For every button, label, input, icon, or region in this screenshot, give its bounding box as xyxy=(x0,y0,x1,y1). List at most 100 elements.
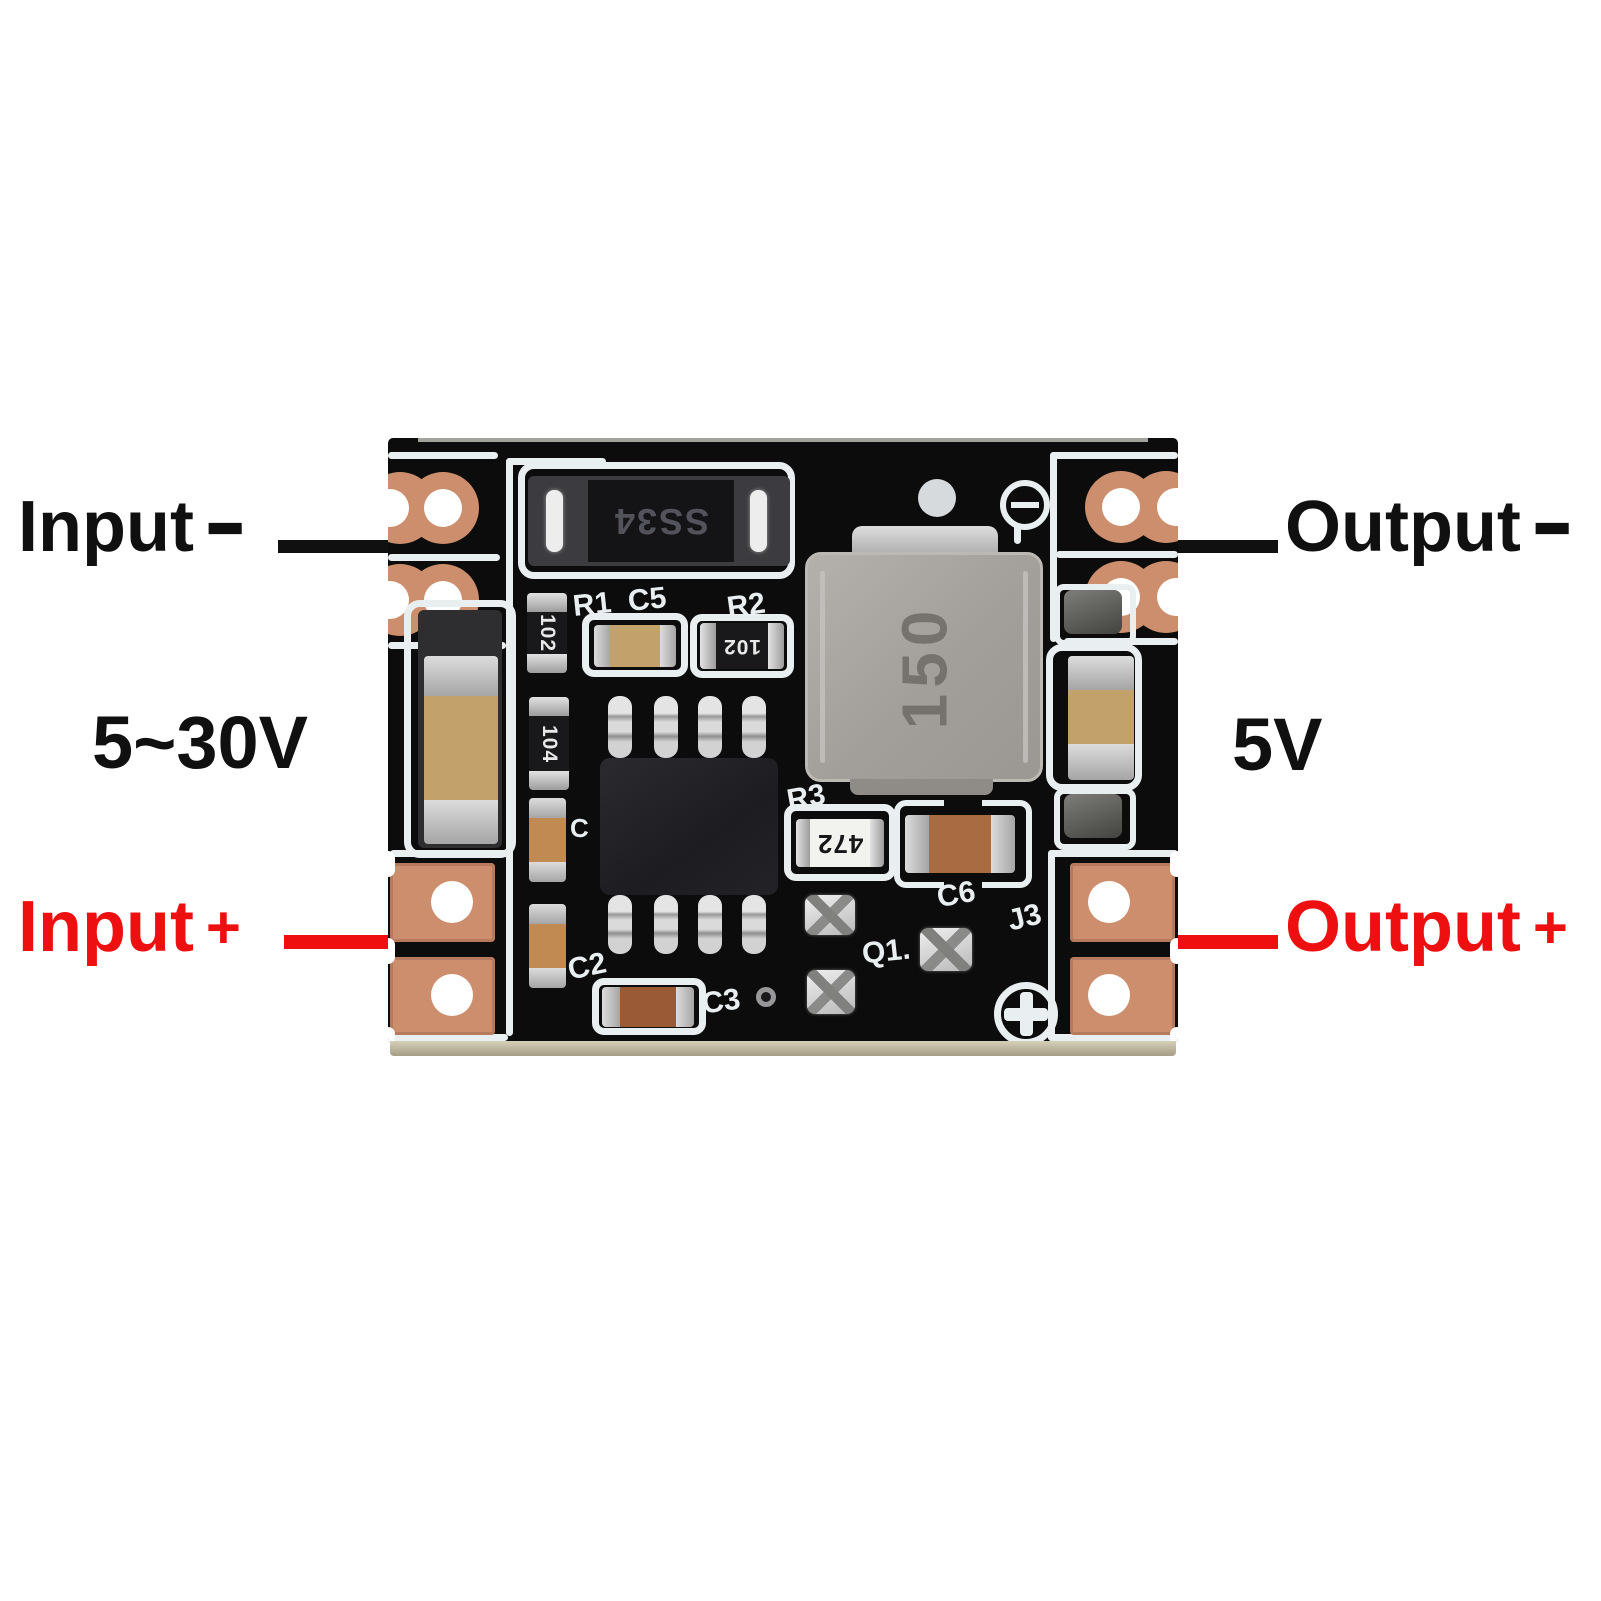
inductor-150: 150 xyxy=(805,552,1043,782)
pad-hole xyxy=(431,974,473,1016)
ic-pin xyxy=(742,696,766,758)
resistor-marking: 472 xyxy=(816,828,864,859)
ic-pin xyxy=(608,696,632,758)
q1-solder-pad xyxy=(805,895,855,935)
via-dot xyxy=(918,479,956,517)
capacitor-c2 xyxy=(529,904,566,988)
output-negative-wire xyxy=(1178,540,1278,553)
input-positive-text: Input xyxy=(18,887,194,967)
output-capacitor xyxy=(1068,656,1134,780)
pad-castellation xyxy=(388,1027,395,1043)
r2-silk-outline xyxy=(690,614,794,678)
via-dot-small xyxy=(756,987,776,1007)
silkscreen-line xyxy=(1048,1034,1178,1041)
silkscreen-line xyxy=(1050,452,1057,642)
inductor-marking: 150 xyxy=(888,604,960,730)
output-negative-label: Output− xyxy=(1285,471,1571,583)
input-positive-wire xyxy=(284,935,392,949)
output-cap-silk-outline xyxy=(1046,644,1142,791)
silk-label-c1: C xyxy=(570,813,589,843)
c5-silk-outline xyxy=(582,613,688,677)
ic-pin xyxy=(742,895,766,954)
silk-label-j3: J3 xyxy=(1004,897,1045,938)
output-negative-text: Output xyxy=(1285,487,1521,567)
resistor-r1: 102 xyxy=(527,593,567,673)
pad-castellation xyxy=(1170,1027,1178,1043)
plus-sign: + xyxy=(1532,893,1568,961)
resistor-r2: 102 xyxy=(700,623,784,669)
output-positive-text: Output xyxy=(1285,887,1521,967)
r3-silk-outline xyxy=(784,804,896,881)
inductor-ridge xyxy=(1023,571,1028,763)
resistor-marking: 102 xyxy=(722,635,762,658)
c6-silk-bracket xyxy=(982,800,1032,888)
input-capacitor xyxy=(424,656,498,844)
q1-solder-pad xyxy=(807,970,855,1014)
silkscreen-line xyxy=(1014,524,1021,544)
input-negative-label: Input− xyxy=(18,471,244,583)
pad-castellation xyxy=(388,851,395,877)
output-positive-label: Output+ xyxy=(1285,887,1568,967)
inductor-ridge xyxy=(820,571,825,763)
ic-pin xyxy=(698,696,722,758)
pad-castellation xyxy=(1157,488,1178,526)
resistor-r3: 472 xyxy=(796,819,884,867)
inductor-solder-tab xyxy=(850,779,993,795)
pad-castellation xyxy=(388,938,395,964)
input-voltage-label: 5~30V xyxy=(92,701,309,784)
pcb-top-edge xyxy=(418,438,1148,442)
diode-lead xyxy=(546,490,563,552)
ic-pin xyxy=(654,696,678,758)
input-negative-wire xyxy=(278,540,392,553)
pad-hole xyxy=(424,489,462,527)
solder-blob xyxy=(1064,794,1122,838)
minus-sign: − xyxy=(1532,469,1572,585)
pad-castellation xyxy=(1170,851,1178,877)
q1-solder-pad xyxy=(920,928,972,971)
pad-castellation xyxy=(388,489,409,527)
silkscreen-line xyxy=(1048,850,1178,857)
diode-marking: SS34 xyxy=(612,501,710,542)
silk-label-c5: C5 xyxy=(626,581,668,618)
output-pad-silk xyxy=(1054,788,1136,850)
plus-sign: + xyxy=(205,893,241,961)
capacitor-c6 xyxy=(905,815,1015,873)
output-pad-silk xyxy=(1054,584,1136,646)
pad-hole xyxy=(1088,881,1130,923)
silk-label-c3: C3 xyxy=(699,982,743,1021)
minus-sign: − xyxy=(205,469,245,585)
ic-pin xyxy=(654,895,678,954)
output-positive-wire xyxy=(1178,935,1278,949)
minus-polarity-icon xyxy=(1000,480,1050,530)
pad-hole xyxy=(431,881,473,923)
input-negative-text: Input xyxy=(18,487,194,567)
diode-silk-outline xyxy=(518,462,795,579)
pad-castellation xyxy=(1170,938,1178,964)
capacitor-c5 xyxy=(594,625,676,667)
pad-hole xyxy=(1102,488,1140,526)
diode-lead xyxy=(750,490,767,552)
silkscreen-line xyxy=(390,1034,508,1041)
silkscreen-line xyxy=(388,554,500,561)
pad-castellation xyxy=(1157,578,1178,616)
pcb-board: SS34 102 R1 C5 R2 102 104 xyxy=(388,438,1178,1043)
inductor-solder-tab xyxy=(852,526,998,556)
ic-pin xyxy=(608,895,632,954)
capacitor-c3 xyxy=(602,987,694,1027)
diode-ss34: SS34 xyxy=(588,480,734,562)
silk-label-c6: C6 xyxy=(934,874,978,915)
output-voltage-label: 5V xyxy=(1232,703,1323,786)
resistor-marking: 104 xyxy=(537,724,561,763)
capacitor-c1 xyxy=(529,798,566,882)
input-positive-label: Input+ xyxy=(18,887,241,967)
c3-silk-outline xyxy=(592,978,706,1035)
c6-silk-bracket xyxy=(894,800,944,888)
silkscreen-line xyxy=(388,452,498,459)
silkscreen-line xyxy=(506,458,606,465)
resistor-marking: 102 xyxy=(535,613,559,653)
silkscreen-line xyxy=(1048,850,1055,1041)
silk-label-q1: Q1. xyxy=(860,932,912,971)
pcb-bottom-edge xyxy=(390,1041,1176,1056)
resistor-104: 104 xyxy=(529,697,569,790)
